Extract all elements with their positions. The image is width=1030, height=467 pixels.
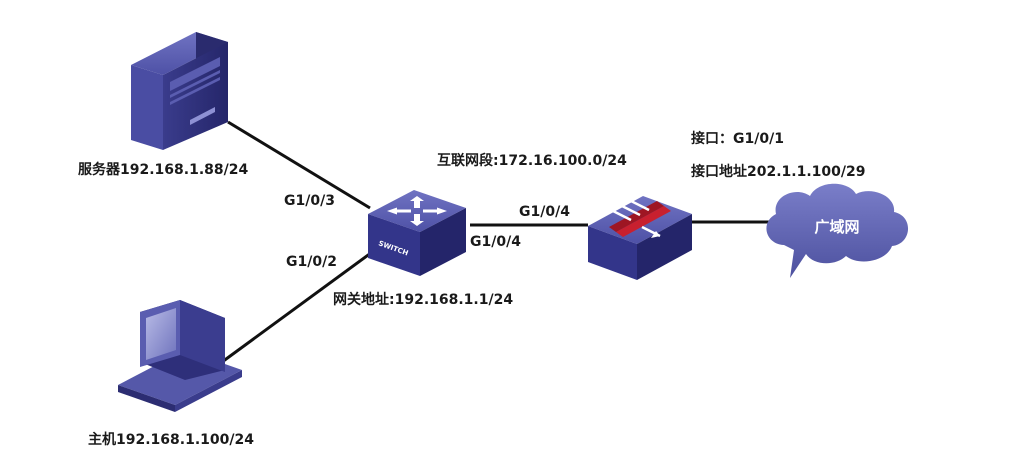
switch-icon[interactable]: SWITCH bbox=[368, 190, 466, 276]
firewall-icon[interactable] bbox=[588, 196, 692, 280]
wan-label: 广域网 bbox=[814, 218, 859, 236]
host-computer-icon[interactable] bbox=[118, 300, 242, 412]
link-server-switch bbox=[227, 120, 371, 210]
port-label-g104-firewall-side: G1/0/4 bbox=[519, 204, 570, 220]
server-label: 服务器192.168.1.88/24 bbox=[78, 161, 248, 178]
wan-cloud-icon[interactable]: 广域网 bbox=[766, 183, 909, 278]
host-label: 主机192.168.1.100/24 bbox=[88, 431, 254, 448]
server-icon[interactable] bbox=[131, 32, 228, 150]
port-label-g102: G1/0/2 bbox=[286, 254, 337, 270]
interconnect-segment-label: 互联网段:172.16.100.0/24 bbox=[437, 152, 627, 169]
gateway-address-label: 网关地址:192.168.1.1/24 bbox=[333, 291, 513, 308]
links bbox=[221, 120, 770, 364]
wan-interface-label: 接口：G1/0/1 bbox=[691, 130, 784, 147]
port-label-g103: G1/0/3 bbox=[284, 193, 335, 209]
link-host-switch bbox=[221, 248, 376, 364]
wan-interface-address-label: 接口地址202.1.1.100/29 bbox=[691, 163, 865, 180]
port-label-g104-switch-side: G1/0/4 bbox=[470, 234, 521, 250]
